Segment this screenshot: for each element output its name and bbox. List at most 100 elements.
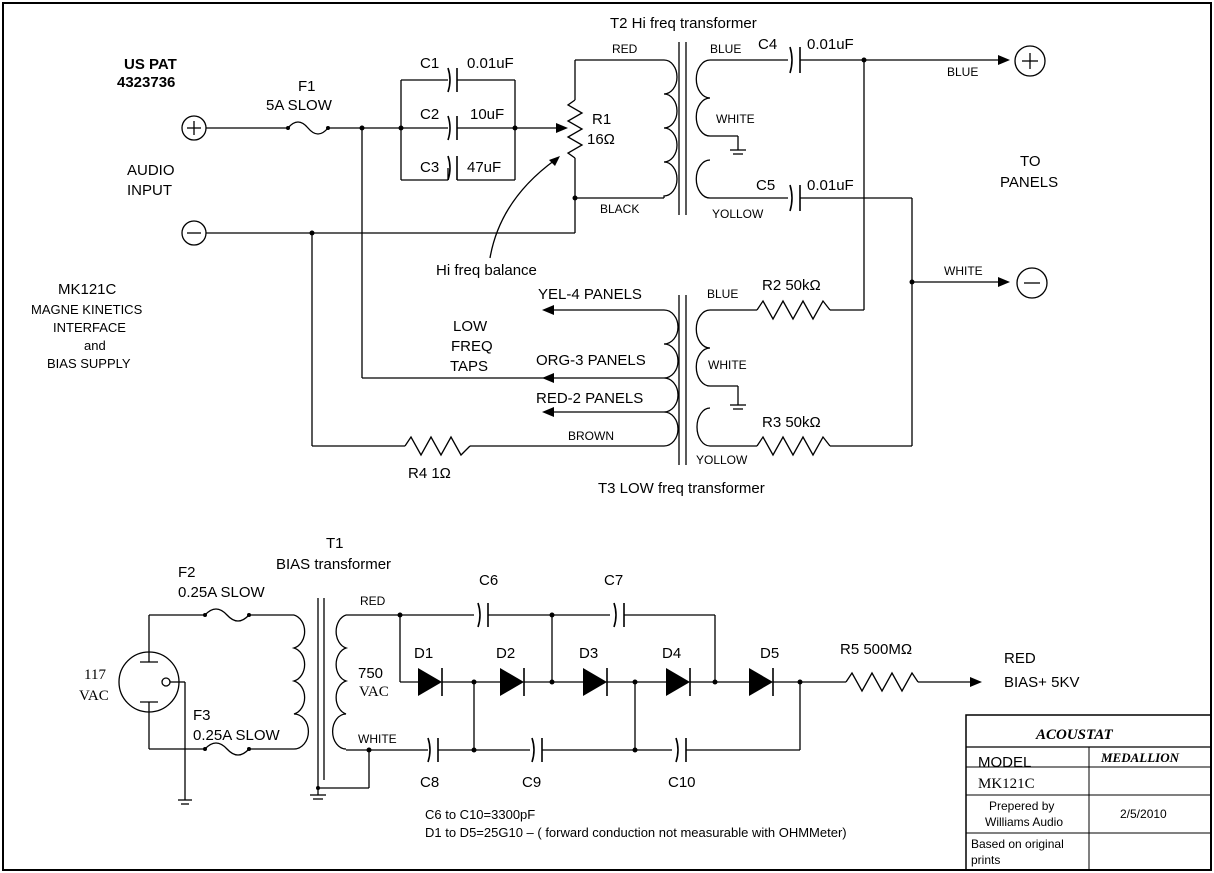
diode-d2 xyxy=(500,668,525,696)
device-desc-4: BIAS SUPPLY xyxy=(47,356,131,371)
tb-brand: ACOUSTAT xyxy=(1035,727,1114,743)
t2-black: BLACK xyxy=(600,202,639,216)
c2-value: 10uF xyxy=(470,106,504,123)
tb-based-1: Based on original xyxy=(971,837,1064,851)
capacitor-c9 xyxy=(531,737,543,763)
d1-label: D1 xyxy=(414,645,433,662)
tap-red: RED-2 PANELS xyxy=(536,390,643,407)
tb-date: 2/5/2010 xyxy=(1120,807,1167,821)
capacitor-c3 xyxy=(401,155,515,181)
tb-prep-1: Prepered by xyxy=(989,799,1054,813)
r4-label: R4 1Ω xyxy=(408,465,451,482)
t2-red: RED xyxy=(612,42,638,56)
fuse-f3 xyxy=(203,742,251,756)
capacitor-c1 xyxy=(401,67,515,93)
c8-label: C8 xyxy=(420,774,439,791)
low-freq-1: LOW xyxy=(453,318,488,335)
capacitor-c10 xyxy=(675,737,687,763)
c3-value: 47uF xyxy=(467,159,501,176)
out-blue: BLUE xyxy=(947,65,978,79)
output-minus-terminal xyxy=(1016,267,1048,299)
f2-rating: 0.25A SLOW xyxy=(178,584,266,601)
c9-label: C9 xyxy=(522,774,541,791)
t2-title: T2 Hi freq transformer xyxy=(610,15,757,32)
capacitor-c6 xyxy=(477,602,489,628)
f3-rating: 0.25A SLOW xyxy=(193,727,281,744)
t3-blue: BLUE xyxy=(707,287,738,301)
d5-label: D5 xyxy=(760,645,779,662)
t1-title: BIAS transformer xyxy=(276,556,391,573)
t1-secondary-winding xyxy=(331,614,349,750)
capacitor-c8 xyxy=(427,737,439,763)
c10-label: C10 xyxy=(668,774,696,791)
tap-org: ORG-3 PANELS xyxy=(536,352,646,369)
resistor-r1 xyxy=(566,60,584,233)
t1-voltage-2: VAC xyxy=(359,684,389,700)
device-desc-3: and xyxy=(84,338,106,353)
input-plus-terminal xyxy=(181,115,207,141)
diode-d1 xyxy=(418,668,443,696)
t3-yellow: YOLLOW xyxy=(696,453,748,467)
input-minus-terminal xyxy=(181,220,207,246)
f1-name: F1 xyxy=(298,78,316,95)
output-plus-terminal xyxy=(1014,45,1046,77)
fuse-f2 xyxy=(203,608,251,622)
resistor-r2 xyxy=(756,299,831,321)
t3-white: WHITE xyxy=(708,358,747,372)
out-white: WHITE xyxy=(944,264,983,278)
c3-name: C3 xyxy=(420,159,439,176)
tb-based-2: prints xyxy=(971,853,1000,867)
patent-line2: 4323736 xyxy=(117,74,175,91)
c5-value: 0.01uF xyxy=(807,177,854,194)
t1-primary-winding xyxy=(291,614,310,750)
c1-name: C1 xyxy=(420,55,439,72)
mains-voltage-1: 117 xyxy=(84,667,106,683)
low-freq-3: TAPS xyxy=(450,358,488,375)
note-caps: C6 to C10=3300pF xyxy=(425,807,535,822)
to-panels-1: TO xyxy=(1020,153,1041,170)
audio-input-label-1: AUDIO xyxy=(127,162,175,179)
t2-yellow: YOLLOW xyxy=(712,207,764,221)
t1-voltage-1: 750 xyxy=(358,665,383,682)
resistor-r5 xyxy=(845,671,919,693)
t3-secondary-winding xyxy=(695,309,711,387)
bias-out-1: RED xyxy=(1004,650,1036,667)
device-model: MK121C xyxy=(58,281,117,298)
c6-label: C6 xyxy=(479,572,498,589)
d3-label: D3 xyxy=(579,645,598,662)
t2-blue: BLUE xyxy=(710,42,741,56)
t1-red: RED xyxy=(360,594,386,608)
tb-model-label: MODEL xyxy=(978,754,1031,771)
t3-title: T3 LOW freq transformer xyxy=(598,480,765,497)
d2-label: D2 xyxy=(496,645,515,662)
tb-model-value: MEDALLION xyxy=(1100,750,1180,765)
f1-rating: 5A SLOW xyxy=(266,97,333,114)
capacitor-c7 xyxy=(613,602,625,628)
title-block xyxy=(965,714,1212,871)
hf-balance-label: Hi freq balance xyxy=(436,262,537,279)
t2-secondary-winding xyxy=(695,59,711,137)
t2-white: WHITE xyxy=(716,112,755,126)
r2-label: R2 50kΩ xyxy=(762,277,821,294)
to-panels-2: PANELS xyxy=(1000,174,1058,191)
c4-name: C4 xyxy=(758,36,777,53)
diode-d4 xyxy=(666,668,691,696)
device-desc-1: MAGNE KINETICS xyxy=(31,302,143,317)
capacitor-c2 xyxy=(401,115,515,141)
r1-name: R1 xyxy=(592,111,611,128)
c1-value: 0.01uF xyxy=(467,55,514,72)
resistor-r4 xyxy=(404,435,471,457)
d4-label: D4 xyxy=(662,645,681,662)
c4-value: 0.01uF xyxy=(807,36,854,53)
c7-label: C7 xyxy=(604,572,623,589)
tb-part: MK121C xyxy=(978,776,1035,792)
diode-d5 xyxy=(749,668,774,696)
note-diodes: D1 to D5=25G10 – ( forward conduction no… xyxy=(425,825,847,840)
f2-name: F2 xyxy=(178,564,196,581)
device-desc-2: INTERFACE xyxy=(53,320,126,335)
low-freq-2: FREQ xyxy=(451,338,493,355)
audio-input-label-2: INPUT xyxy=(127,182,172,199)
t2-primary-winding xyxy=(663,59,678,199)
r1-value: 16Ω xyxy=(587,131,615,148)
